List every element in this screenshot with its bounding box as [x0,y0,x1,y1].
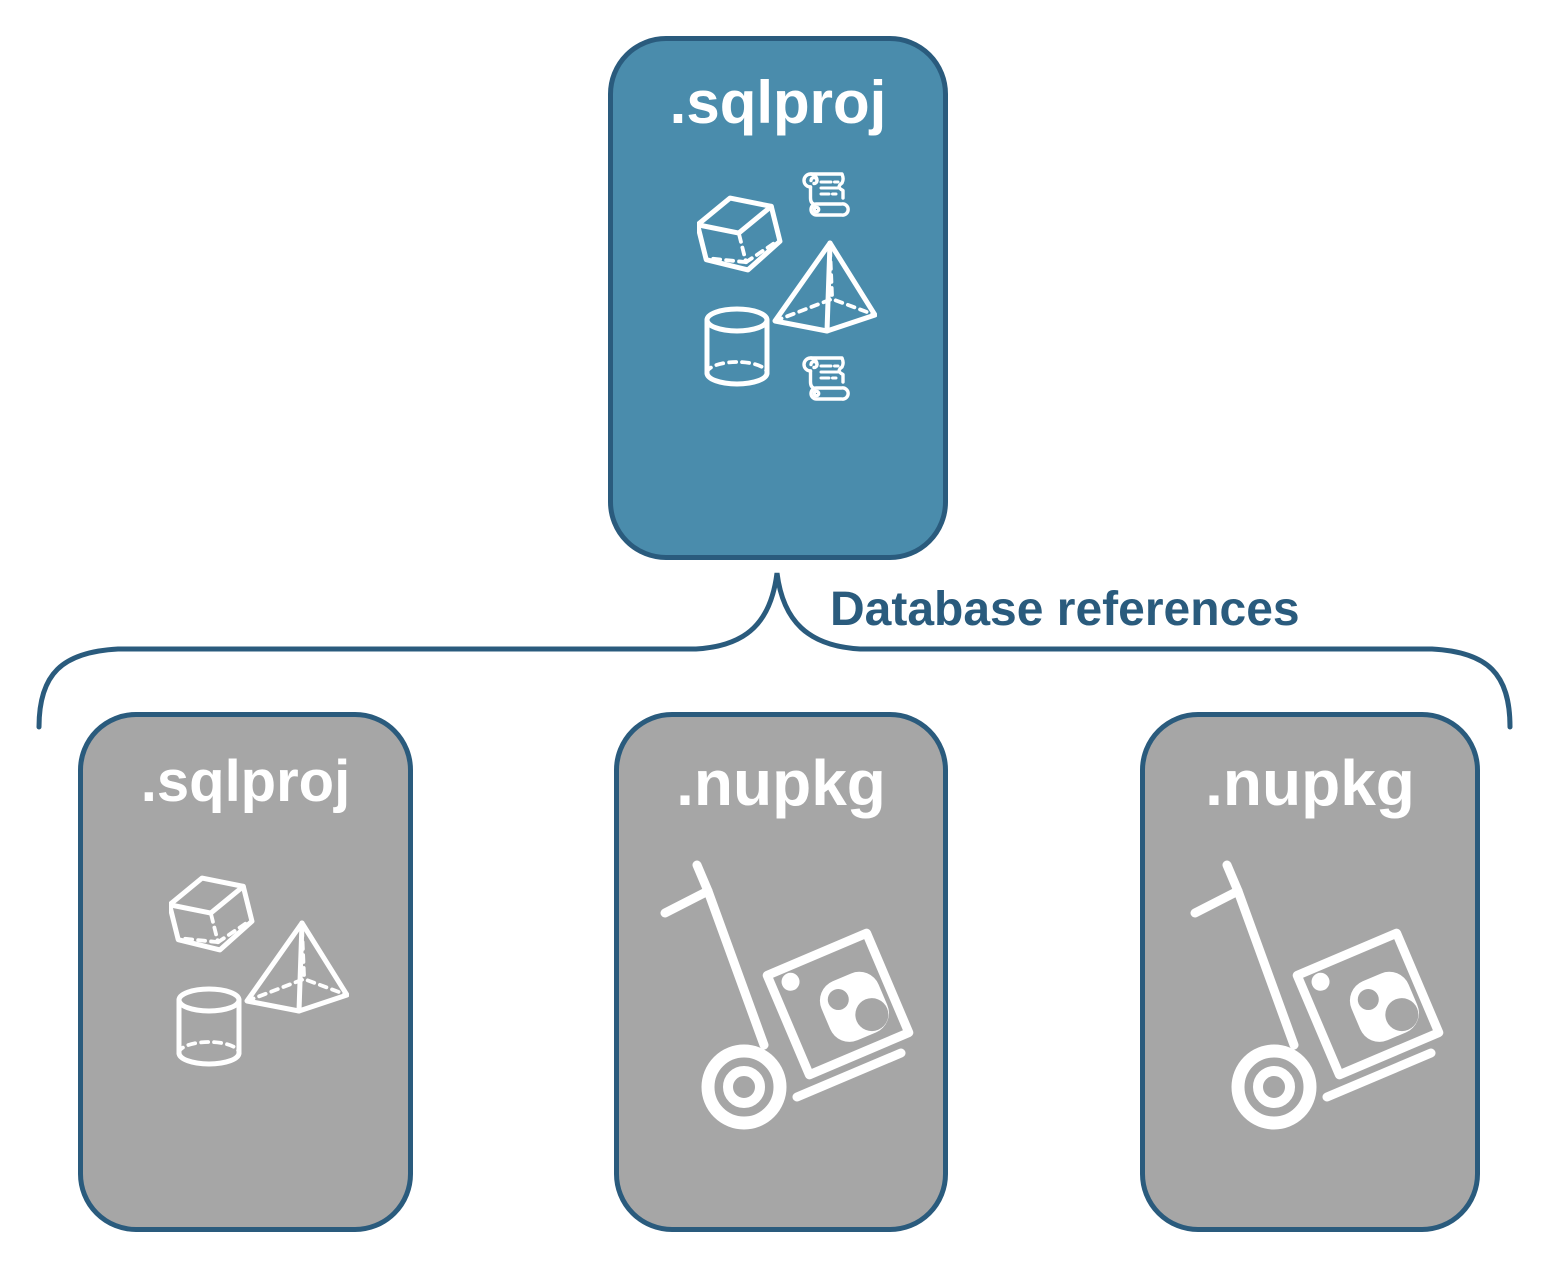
script-icon [798,351,854,403]
root-sqlproj-card: .sqlproj [608,36,948,560]
root-card-title: .sqlproj [669,69,887,136]
edge-label: Database references [830,583,1300,636]
child-card-title: .nupkg [676,747,886,819]
hand-truck-package-icon [1181,855,1451,1155]
child-card-title: .nupkg [1205,747,1415,819]
child-card-title: .sqlproj [140,749,351,814]
child-nupkg-card: .nupkg [614,712,948,1232]
cube-pyramid-cylinder-icon [169,869,349,1069]
child-sqlproj-card: .sqlproj [78,712,413,1232]
hand-truck-package-icon [651,855,921,1155]
child-nupkg-card: .nupkg [1140,712,1480,1232]
